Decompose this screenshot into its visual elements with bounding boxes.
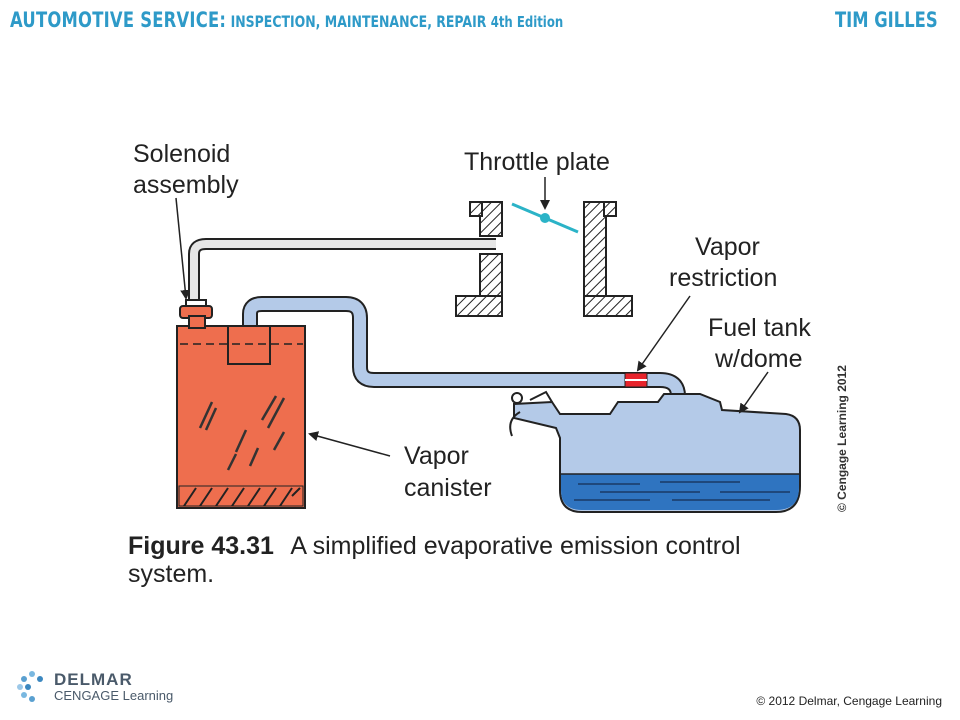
vapor-restriction [624, 372, 648, 388]
throttle-body [455, 201, 633, 317]
label-vapor-restriction-line2: restriction [669, 264, 777, 292]
leader-arrows [175, 177, 769, 457]
figure-caption: Figure 43.31 A simplified evaporative em… [128, 532, 741, 560]
solenoid-assembly [179, 299, 213, 329]
arrow-vapor-canister [308, 431, 391, 457]
delmar-logo: DELMAR CENGAGE Learning [14, 668, 194, 708]
caption-text-line2: system. [128, 560, 214, 588]
book-title-main: AUTOMOTIVE SERVICE: [10, 8, 227, 32]
label-solenoid-line1: Solenoid [133, 140, 230, 168]
book-title: AUTOMOTIVE SERVICE: INSPECTION, MAINTENA… [10, 8, 563, 32]
arrow-vapor-restriction [636, 295, 691, 372]
fuel-tank [509, 390, 801, 513]
throttle-plate [511, 202, 579, 234]
logo-name: DELMAR [54, 670, 133, 689]
label-vapor-canister-line2: canister [404, 474, 492, 502]
vapor-line [242, 296, 686, 406]
book-author: TIM GILLES [835, 8, 938, 32]
label-solenoid-line2: assembly [133, 171, 239, 199]
caption-text-line1: A simplified evaporative emission contro… [290, 532, 740, 560]
arrow-solenoid [175, 197, 191, 300]
caption-number: Figure 43.31 [128, 532, 274, 560]
delmar-logo-icon [17, 671, 43, 702]
vertical-credit: © Cengage Learning 2012 [835, 365, 849, 512]
book-edition: 4th Edition [490, 13, 564, 31]
book-title-sub: INSPECTION, MAINTENANCE, REPAIR [230, 12, 487, 31]
logo-sub: CENGAGE Learning [54, 688, 174, 703]
footer-copyright: © 2012 Delmar, Cengage Learning [756, 694, 942, 708]
label-fuel-tank-line2: w/dome [714, 345, 803, 373]
slide-header: AUTOMOTIVE SERVICE: INSPECTION, MAINTENA… [0, 0, 960, 40]
label-vapor-restriction-line1: Vapor [695, 233, 760, 261]
label-throttle-plate: Throttle plate [464, 148, 610, 176]
label-vapor-canister-line1: Vapor [404, 442, 469, 470]
vapor-canister [176, 325, 306, 509]
vacuum-line [188, 238, 496, 302]
label-fuel-tank-line1: Fuel tank [708, 314, 811, 342]
arrow-fuel-tank [738, 371, 769, 414]
